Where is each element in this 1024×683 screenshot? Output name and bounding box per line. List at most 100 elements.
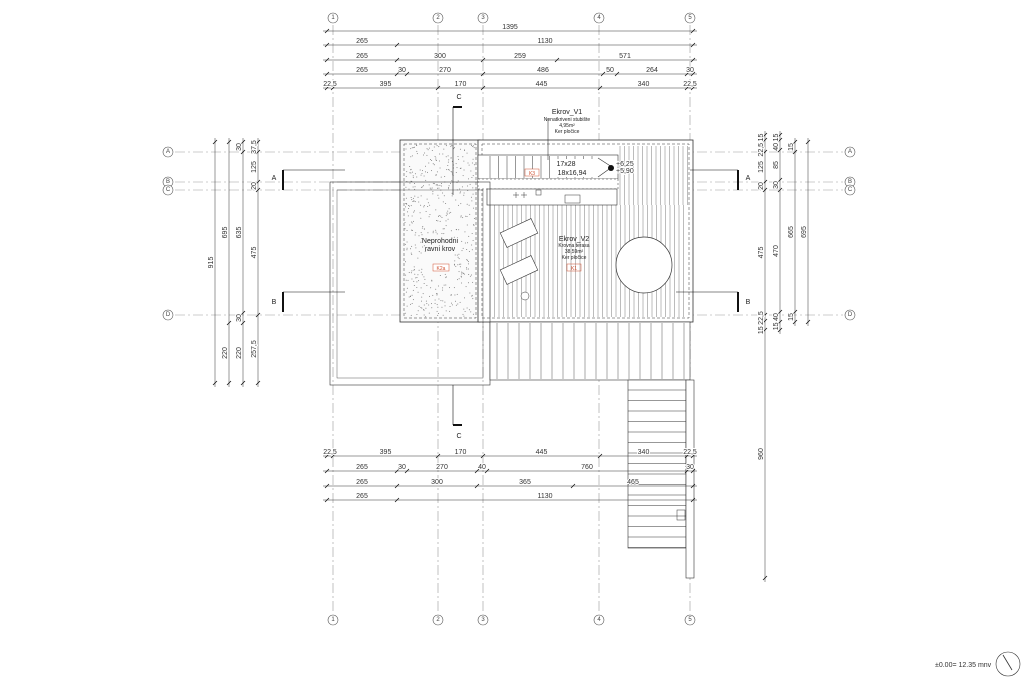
gravel-dot [428, 184, 430, 186]
gravel-dot [467, 263, 469, 265]
grid-axis-bubble [684, 12, 696, 24]
gravel-dot [459, 266, 461, 268]
gravel-dot [411, 270, 413, 272]
gravel-dot [420, 271, 422, 273]
gravel-dot [442, 314, 444, 316]
gravel-dot [468, 178, 470, 180]
gravel-dot [445, 145, 447, 147]
gravel-dot [455, 304, 457, 306]
dimension-value: 300 [434, 53, 446, 60]
gravel-dot [414, 183, 416, 185]
dimension-tick [324, 57, 330, 63]
zone-v2-finish: Ker pločice [562, 255, 587, 261]
dimension-value: 571 [619, 53, 631, 60]
gravel-dot [469, 275, 471, 277]
gravel-dot [463, 273, 465, 275]
dimension-tick [684, 468, 690, 474]
dimension-tick [690, 483, 696, 489]
gravel-dot [416, 145, 418, 147]
gravel-dot [441, 217, 443, 219]
section-c-top-label: C [456, 94, 461, 101]
gravel-dot [431, 160, 433, 162]
gravel-dot [434, 156, 436, 158]
gravel-dot [467, 189, 469, 191]
gravel-dot [462, 247, 464, 249]
dimension-tick [324, 453, 330, 459]
grid-axis-bubble [432, 12, 444, 24]
gravel-dot [410, 169, 412, 171]
gravel-dot [447, 218, 449, 220]
gravel-dot [450, 294, 452, 296]
gravel-dot [459, 188, 461, 190]
parapet [477, 178, 619, 190]
gravel-dot [409, 165, 411, 167]
dimension-tick [255, 179, 261, 185]
level-marker-icon [608, 165, 614, 171]
dimension-value: 22,5 [683, 449, 697, 456]
gravel-dot [450, 302, 452, 304]
gravel-dot [448, 159, 450, 161]
gravel-dot [451, 171, 453, 173]
gravel-dot [461, 240, 463, 242]
gravel-dot [471, 295, 473, 297]
dimension-tick [394, 71, 400, 77]
stair-steps-size: 18x16,94 [558, 170, 587, 177]
gravel-dot [435, 209, 437, 211]
gravel-dot [460, 276, 462, 278]
gravel-dot [469, 213, 471, 215]
dimension-tick [777, 132, 783, 138]
stair-steps-count: 17x28 [556, 161, 575, 168]
gravel-dot [423, 304, 425, 306]
gravel-dot [414, 273, 416, 275]
dimension-tick [777, 319, 783, 325]
gravel-dot [407, 279, 409, 281]
gravel-dot [442, 153, 444, 155]
gravel-dot [406, 241, 408, 243]
gravel-dot [448, 287, 450, 289]
gravel-dot [435, 184, 437, 186]
gravel-dot [444, 176, 446, 178]
gravel-dot [457, 204, 459, 206]
dimension-value: 15 [773, 322, 780, 330]
grid-axis-bubble [327, 614, 339, 626]
sun-lounger [499, 255, 539, 285]
gravel-dot [406, 287, 408, 289]
gravel-dot [439, 274, 441, 276]
gravel-dot [406, 305, 408, 307]
dimension-value: 695 [222, 227, 229, 239]
gravel-dot [447, 155, 449, 157]
north-arrow-needle [1002, 654, 1013, 671]
gravel-dot [422, 226, 424, 228]
gravel-dot [435, 288, 437, 290]
gravel-dot [411, 155, 413, 157]
gravel-dot [437, 185, 439, 187]
gravel-dot [457, 264, 459, 266]
gravel-dot [468, 309, 470, 311]
dimension-tick [777, 327, 783, 333]
gravel-dot [427, 205, 429, 207]
gravel-dot [431, 149, 433, 151]
gravel-dot [408, 188, 410, 190]
gravel-dot [404, 221, 406, 223]
lower-floor-inner-outline [336, 189, 484, 379]
gravel-dot [411, 222, 413, 224]
dimension-value: 486 [537, 67, 549, 74]
gravel-dot [417, 274, 419, 276]
grid-axis-label: 4 [597, 15, 601, 21]
deck-stripes [489, 146, 688, 317]
zone-v2-tag: K1 [571, 266, 577, 272]
gravel-dot [410, 252, 412, 254]
gravel-dot [429, 213, 431, 215]
gravel-dot [460, 191, 462, 193]
gravel-dot [439, 153, 441, 155]
sun-lounger [499, 218, 539, 248]
gravel-dot [466, 203, 468, 205]
gravel-dot [444, 273, 446, 275]
gravel-dot [461, 271, 463, 273]
gravel-dot [426, 303, 428, 305]
gravel-dot [404, 206, 406, 208]
level-bottom: +5,90 [616, 168, 634, 175]
dimension-value: 259 [514, 53, 526, 60]
gravel-dot [411, 199, 413, 201]
gravel-dot [410, 272, 412, 274]
